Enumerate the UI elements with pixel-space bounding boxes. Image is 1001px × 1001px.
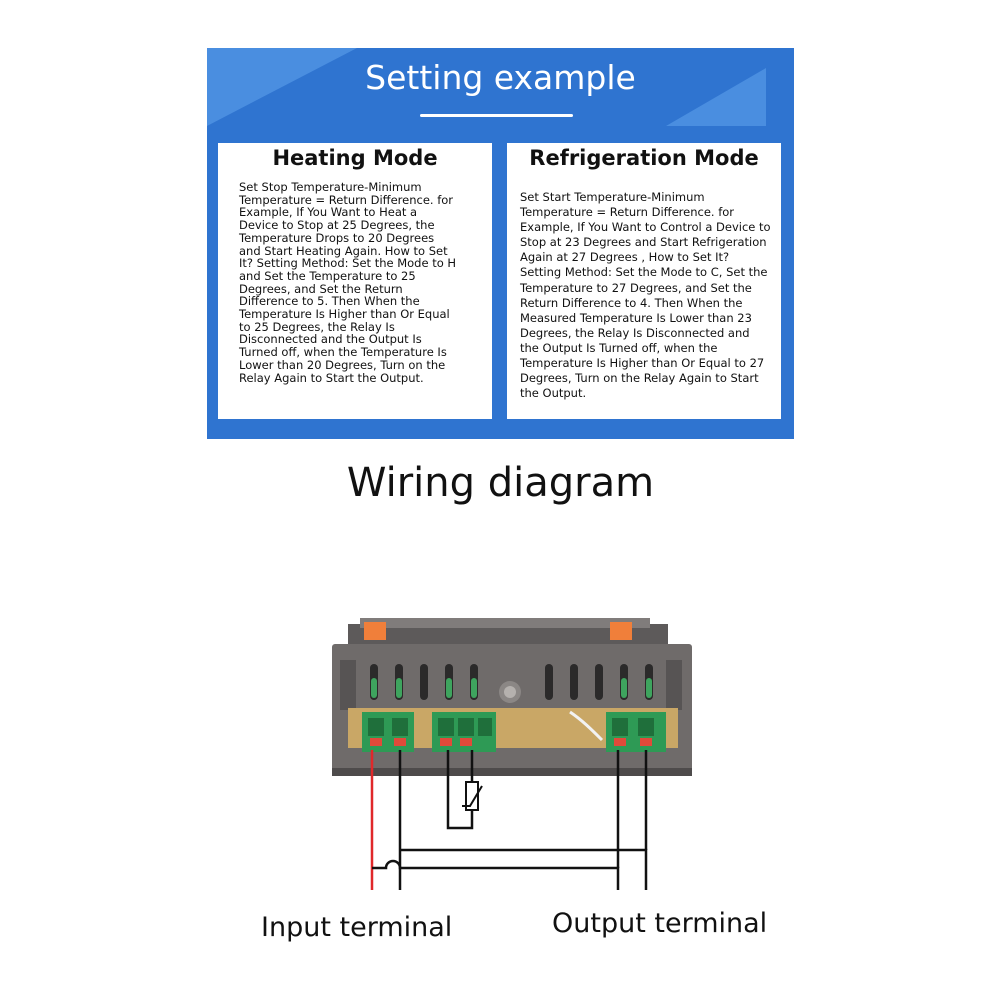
heating-mode-title: Heating Mode — [272, 146, 438, 170]
terminal-block-input — [362, 712, 414, 752]
wiring-diagram-title: Wiring diagram — [346, 460, 655, 506]
terminal-block-output — [606, 712, 666, 752]
sensor-wire — [569, 710, 604, 742]
terminal-block-sensor — [432, 712, 496, 752]
heating-mode-card: Heating Mode Set Stop Temperature-Minimu… — [218, 143, 492, 419]
controller-top — [348, 618, 668, 646]
refrigeration-mode-card: Refrigeration Mode Set Start Temperature… — [507, 143, 781, 419]
setting-example-panel: Setting example Heating Mode Set Stop Te… — [207, 48, 794, 439]
center-screw — [499, 681, 521, 703]
bridge-wire-lower — [372, 859, 620, 890]
bridge-wire-upper — [400, 848, 648, 890]
vent-slots — [370, 664, 653, 700]
decor-triangle-right — [666, 68, 766, 126]
output-terminal-label: Output terminal — [552, 908, 768, 939]
title-underline — [420, 114, 573, 117]
setting-example-title: Setting example — [365, 58, 636, 97]
heating-mode-text: Set Stop Temperature-Minimum Temperature… — [239, 180, 457, 385]
input-terminal-label: Input terminal — [261, 912, 453, 943]
wiring-lines — [370, 750, 648, 890]
refrigeration-mode-title: Refrigeration Mode — [529, 146, 759, 170]
ntc-sensor-symbol — [462, 781, 483, 811]
decor-triangle-left — [207, 48, 357, 126]
refrigeration-mode-text: Set Start Temperature-Minimum Temperatur… — [520, 190, 771, 401]
wiring-diagram — [332, 618, 692, 890]
vent-green-accents — [371, 678, 652, 698]
